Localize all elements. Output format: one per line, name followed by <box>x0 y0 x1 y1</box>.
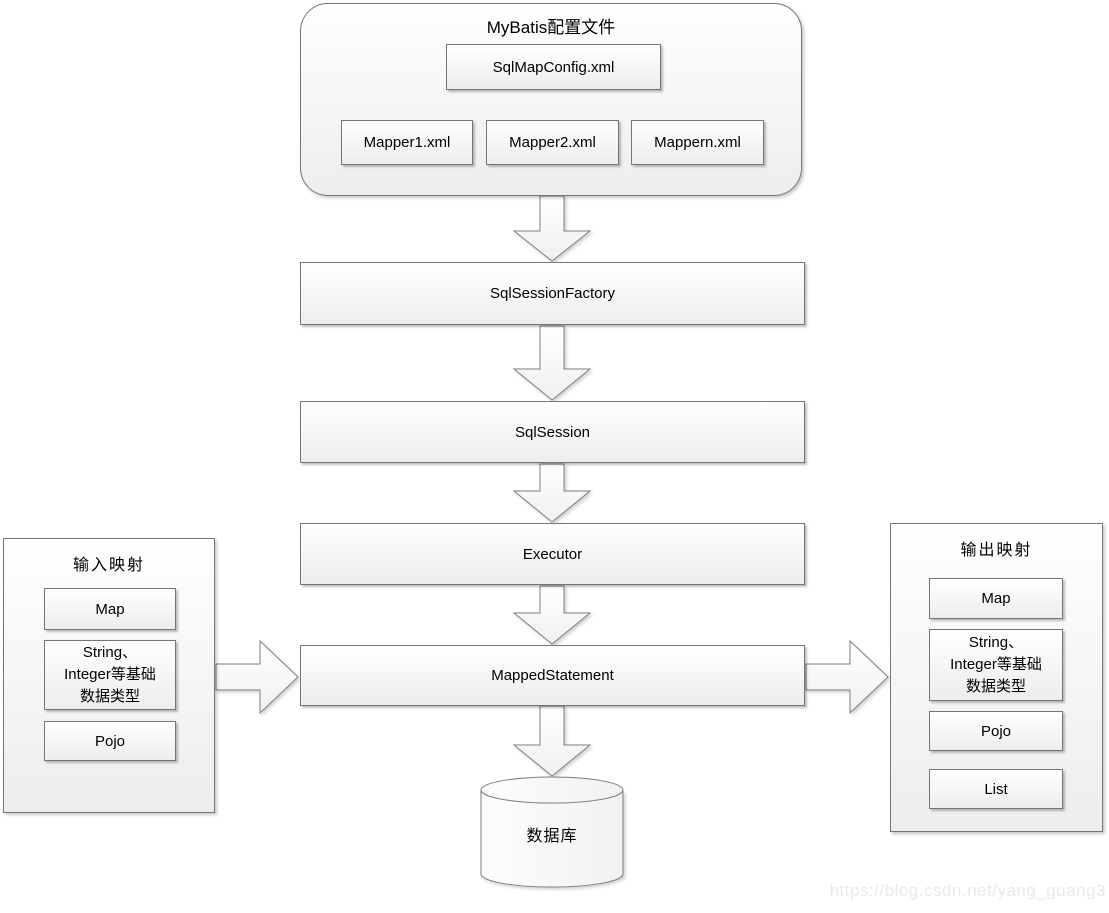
input-panel-title: 输入映射 <box>72 555 145 574</box>
config-group-title: MyBatis配置文件 <box>486 18 616 37</box>
output-panel-title: 输出映射 <box>960 540 1033 559</box>
input-mapping-panel: 输入映射 Map String、 Integer等基础 数据类型 Pojo <box>3 538 215 813</box>
output-basic-types-box[interactable]: String、 Integer等基础 数据类型 <box>929 629 1063 701</box>
arrow-mappedstatement-to-database <box>512 705 592 777</box>
mapper1-box[interactable]: Mapper1.xml <box>341 120 473 165</box>
database-label: 数据库 <box>526 826 578 845</box>
arrow-input-to-mappedstatement <box>215 639 299 715</box>
sqlsessionfactory-box[interactable]: SqlSessionFactory <box>300 262 805 325</box>
mybatis-config-group: MyBatis配置文件 SqlMapConfig.xml Mapper1.xml… <box>300 3 802 196</box>
output-mapping-panel: 输出映射 Map String、 Integer等基础 数据类型 Pojo Li… <box>890 523 1103 832</box>
arrow-sqlsession-to-executor <box>512 463 592 523</box>
output-pojo-box[interactable]: Pojo <box>929 711 1063 751</box>
arrow-config-to-sqlsessionfactory <box>512 195 592 262</box>
input-pojo-box[interactable]: Pojo <box>44 721 176 761</box>
arrow-sqlsessionfactory-to-sqlsession <box>512 325 592 401</box>
input-map-box[interactable]: Map <box>44 588 176 630</box>
watermark-text: https://blog.csdn.net/yang_guang3 <box>829 881 1106 900</box>
mappern-box[interactable]: Mappern.xml <box>631 120 764 165</box>
mapper2-box[interactable]: Mapper2.xml <box>486 120 619 165</box>
sqlsession-box[interactable]: SqlSession <box>300 401 805 463</box>
mappedstatement-box[interactable]: MappedStatement <box>300 645 805 706</box>
sqlmapconfig-box[interactable]: SqlMapConfig.xml <box>446 44 661 90</box>
arrow-executor-to-mappedstatement <box>512 585 592 645</box>
executor-box[interactable]: Executor <box>300 523 805 585</box>
output-map-box[interactable]: Map <box>929 578 1063 619</box>
input-basic-types-box[interactable]: String、 Integer等基础 数据类型 <box>44 640 176 710</box>
arrow-mappedstatement-to-output <box>805 639 889 715</box>
output-list-box[interactable]: List <box>929 769 1063 809</box>
